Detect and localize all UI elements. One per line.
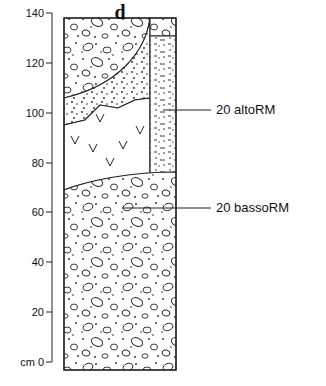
layer-label: 20 altoRM xyxy=(216,103,275,117)
panel-letter: d xyxy=(114,1,125,23)
leader-line xyxy=(122,208,211,209)
axis-value: 60 xyxy=(32,206,44,218)
axis-value: 80 xyxy=(32,157,44,169)
layers xyxy=(64,18,176,370)
axis-value: cm 0 xyxy=(20,356,44,368)
axis-value: 100 xyxy=(26,107,44,119)
leader-line xyxy=(163,110,211,111)
axis-value: 120 xyxy=(26,57,44,69)
leader-lines xyxy=(122,110,211,208)
axis-ticks xyxy=(46,13,52,362)
axis-value: 140 xyxy=(26,7,44,19)
axis-line xyxy=(52,13,53,362)
axis-value: 40 xyxy=(32,256,44,268)
top-gravel-box xyxy=(150,18,176,36)
axis-value: 20 xyxy=(32,306,44,318)
alto-layer xyxy=(150,36,176,174)
column-outline xyxy=(64,18,176,370)
axis xyxy=(46,13,52,362)
layer-label: 20 bassoRM xyxy=(216,201,289,215)
basso-layer xyxy=(64,172,176,370)
v-symbols xyxy=(71,114,144,166)
